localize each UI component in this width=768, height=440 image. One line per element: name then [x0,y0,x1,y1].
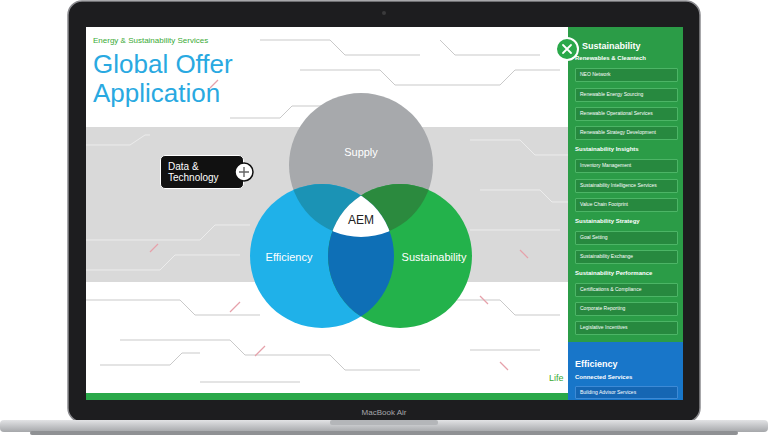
node-label: Data & Technology [168,161,230,184]
side-panel: EfficiencyConnected ServicesBuilding Adv… [568,342,683,400]
laptop-base-lip [30,431,738,435]
decoration [440,300,560,315]
node-label: AEM [348,214,374,228]
node-label: Supply [344,146,378,159]
node-label: Renewable Strategy Development [580,130,656,136]
decoration [470,230,560,231]
decoration [500,362,508,370]
decoration [300,70,560,85]
plus-icon [234,162,254,182]
decoration [100,353,200,365]
node-label: Sustainability Exchange [580,254,633,260]
menu-item: Inventory Management [575,159,678,173]
decoration [556,38,578,60]
menu-item: Sustainability Intelligence Services [575,179,678,193]
node-label: Efficiency [266,251,313,264]
decoration [480,190,568,202]
node-label: Sustainability [582,41,641,51]
decoration [86,255,240,270]
node-label: Efficiency [575,359,618,369]
menu-item: Sustainability Exchange [575,250,678,264]
close-button [556,38,578,60]
center-fill [250,184,394,328]
menu-item: Renewable Strategy Development [575,126,678,140]
decoration [250,184,394,328]
node-label: Corporate Reporting [580,306,625,312]
feature-box: Data & Technology [160,155,244,189]
decoration [520,250,528,258]
node-label: Renewable Energy Sourcing [580,92,643,98]
laptop-notch [330,420,438,425]
decoration [235,163,253,181]
menu-item: Renewable Energy Sourcing [575,88,678,102]
venn-overlap [250,184,394,328]
decoration [440,40,540,55]
decoration [480,296,488,304]
camera [382,11,386,15]
decoration [239,167,249,177]
laptop-base [0,420,768,432]
decoration [260,40,420,55]
node-label: Building Advisor Services [580,390,636,396]
menu-item: Legislative Incentives [575,321,678,335]
decoration [86,135,150,145]
node-label: NEO Network [580,72,611,78]
menu-item: Building Advisor Services [575,386,678,399]
app-subtitle: Energy & Sustainability Services [93,36,208,45]
screen [86,27,683,400]
circle-fill [250,184,394,328]
decoration [230,302,240,312]
section-heading: Renewables & Cleantech [575,55,646,62]
section-heading: Connected Services [575,374,632,381]
decoration [150,244,158,252]
menu-item: Corporate Reporting [575,302,678,316]
circuit-accent [150,80,528,370]
section-heading: Sustainability Performance [575,270,652,277]
page-title: Global Offer Application [93,50,268,107]
venn-overlap [250,184,394,328]
circuit-lines [86,40,560,382]
node-label: Sustainability Intelligence Services [580,183,657,189]
node-label: Certifications & Compliance [580,287,641,293]
node-label: Renewable Operational Services [580,111,653,117]
node-label: Value Chain Footprint [580,202,628,208]
menu-item: Goal Setting [575,231,678,245]
node-label: Inventory Management [580,163,631,169]
decoration [470,140,568,155]
section-heading: Sustainability Strategy [575,218,640,225]
node-label: Sustainability [402,251,467,264]
side-panel: SustainabilityRenewables & CleantechSust… [568,27,683,342]
node-label: Legislative Incentives [580,325,628,331]
decoration [563,45,571,53]
device-label: MacBook Air [362,408,407,417]
menu-item: Value Chain Footprint [575,198,678,212]
decoration [470,350,540,351]
decoration [86,300,260,315]
decoration [255,346,265,356]
menu-item: Renewable Operational Services [575,107,678,121]
partial-text: Life [549,373,564,383]
menu-item: NEO Network [575,68,678,82]
node-label: Goal Setting [580,235,608,241]
menu-item: Certifications & Compliance [575,283,678,297]
laptop-lid [68,1,700,422]
decoration [250,184,394,328]
footer-strip [86,393,568,400]
venn-center: AEM [330,188,392,245]
decoration [86,225,250,240]
section-heading: Sustainability Insights [575,146,639,153]
decoration [200,382,300,383]
